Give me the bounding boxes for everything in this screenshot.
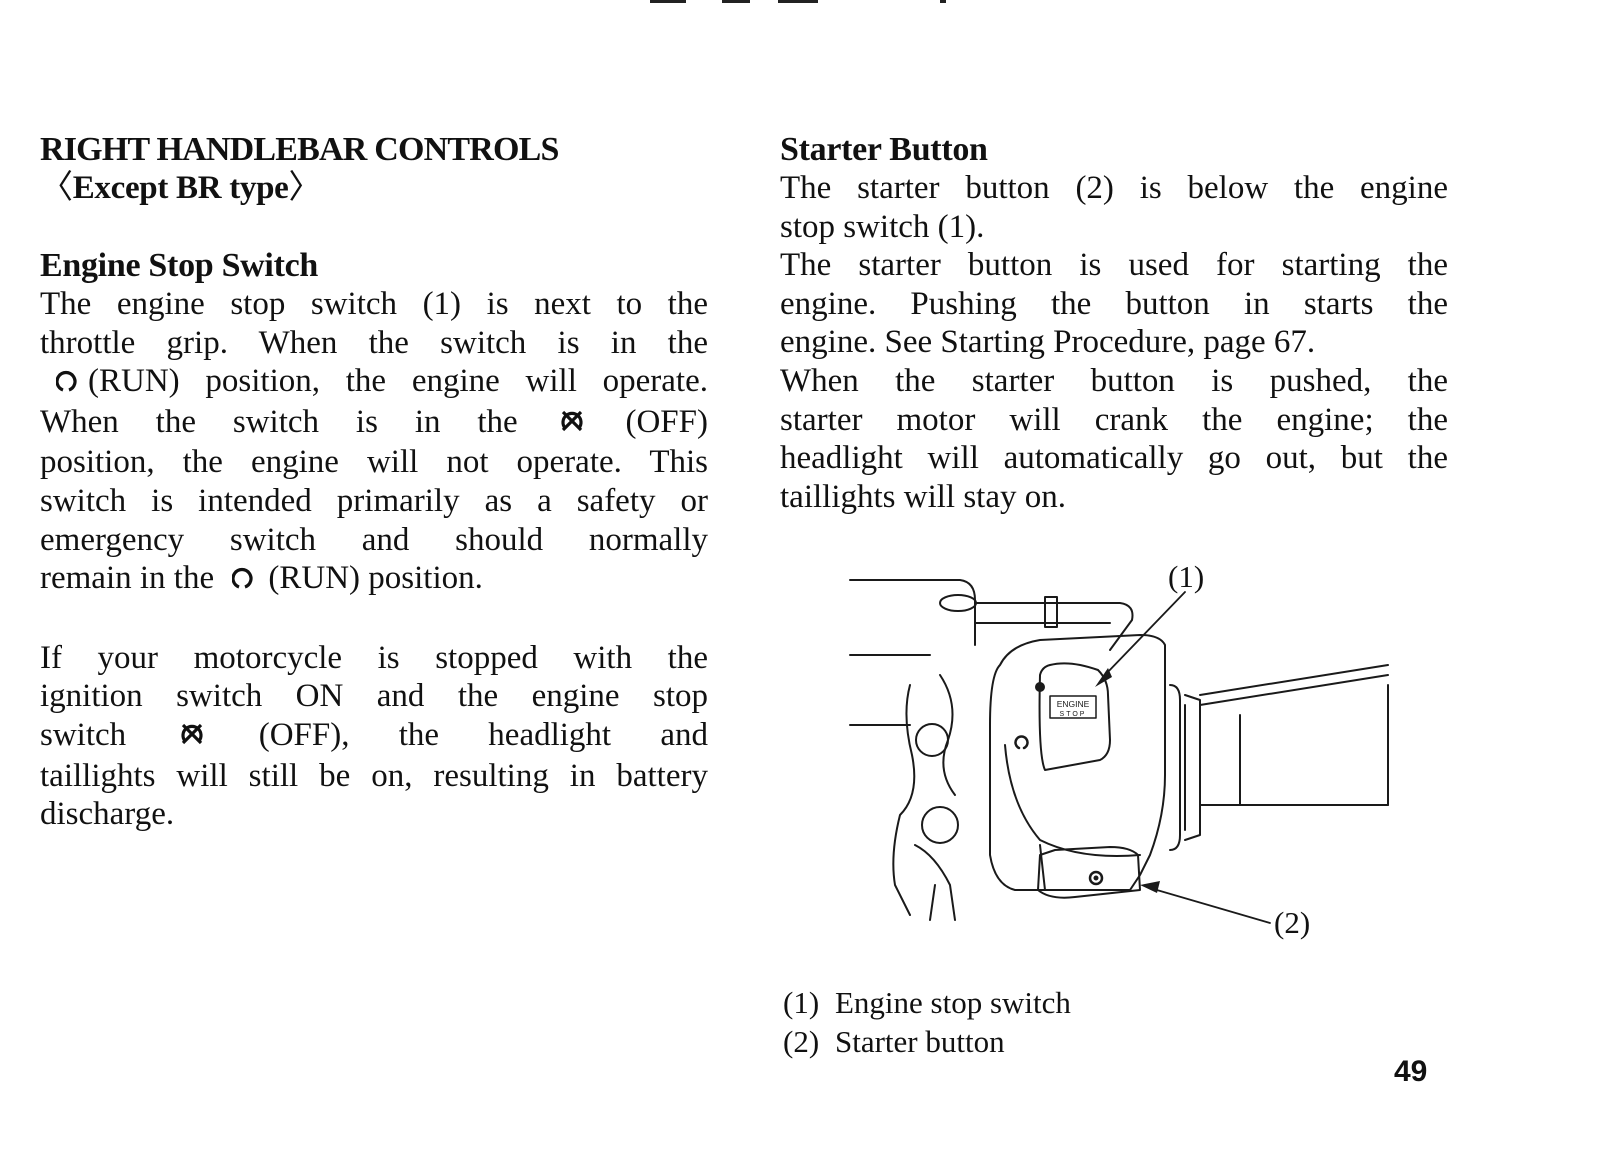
text-line: If your motorcycle is stopped with the bbox=[40, 639, 708, 676]
run-symbol-icon bbox=[231, 561, 254, 600]
engine-stop-heading: Engine Stop Switch bbox=[40, 247, 319, 284]
engine-stop-paragraph: The engine stop switch (1) is next to th… bbox=[40, 285, 708, 600]
text-line: headlight will automatically go out, but… bbox=[780, 440, 1448, 477]
text-line: The engine stop switch (1) is next to th… bbox=[40, 286, 708, 322]
cable-tube bbox=[974, 602, 1134, 651]
angle-open: 〈 bbox=[40, 170, 73, 206]
left-column: RIGHT HANDLEBAR CONTROLS 〈Except BR type… bbox=[40, 130, 708, 834]
engine-stop-label-line2: STOP bbox=[1060, 711, 1087, 718]
text-line: switch (OFF), the headlight and bbox=[40, 716, 708, 757]
lever-bolt bbox=[921, 806, 959, 844]
leader-arrow-2 bbox=[1140, 881, 1160, 893]
callout-1: (1) bbox=[1168, 559, 1204, 594]
text-line: The starter button (2) is below the engi… bbox=[780, 170, 1448, 206]
starter-button bbox=[1037, 846, 1141, 899]
engine-stop-label-line1: ENGINE bbox=[1057, 699, 1090, 709]
text-line: remain in the (RUN) position. bbox=[40, 559, 708, 600]
starter-button-heading: Starter Button bbox=[780, 131, 988, 168]
model-note: 〈Except BR type〉 bbox=[40, 169, 708, 208]
figure-captions: (1)Engine stop switch (2)Starter button bbox=[783, 983, 1071, 1061]
battery-warning-paragraph: If your motorcycle is stopped with the i… bbox=[40, 639, 708, 834]
text-line: switch is intended primarily as a safety… bbox=[40, 482, 708, 519]
switch-housing-seam bbox=[1039, 844, 1046, 891]
text-line: throttle grip. When the switch is in the bbox=[40, 324, 708, 361]
text-line: engine. See Starting Procedure, page 67. bbox=[780, 324, 1316, 361]
starter-button-paragraph: The starter button (2) is below the engi… bbox=[780, 169, 1448, 516]
lever-bolt bbox=[915, 723, 949, 757]
engine-stop-switch bbox=[1038, 662, 1111, 771]
handlebar-switch-illustration: ENGINE STOP (1) (2) bbox=[849, 559, 1389, 940]
text-line: emergency switch and should normally bbox=[40, 521, 708, 558]
leader-arrow-1 bbox=[1095, 668, 1112, 687]
run-mark-icon bbox=[1014, 735, 1029, 750]
text-line: stop switch (1). bbox=[780, 208, 985, 245]
leader-line-2 bbox=[1149, 887, 1271, 924]
top-edge-marks bbox=[650, 0, 970, 6]
text-line: (RUN) position, the engine will operate. bbox=[40, 362, 708, 403]
lever-bracket bbox=[892, 684, 916, 916]
brake-lever bbox=[914, 844, 956, 921]
leader-line-1 bbox=[1104, 591, 1186, 676]
callout-2: (2) bbox=[1274, 905, 1310, 940]
page-number: 49 bbox=[1394, 1055, 1428, 1088]
grip-end bbox=[1199, 664, 1389, 696]
off-mark-icon bbox=[1035, 682, 1045, 692]
switch-housing-seam bbox=[1004, 744, 1141, 857]
brake-lever bbox=[929, 884, 936, 921]
off-symbol-icon bbox=[177, 718, 207, 757]
text-line: taillights will still be on, resulting i… bbox=[40, 757, 708, 794]
text-line: position, the engine will not operate. T… bbox=[40, 444, 708, 481]
page-title: RIGHT HANDLEBAR CONTROLS bbox=[40, 131, 559, 168]
text-line: When the switch is in the (OFF) bbox=[40, 403, 708, 444]
switch-housing bbox=[989, 634, 1166, 891]
text-line: discharge. bbox=[40, 796, 175, 833]
text-line: When the starter button is pushed, the bbox=[780, 362, 1448, 399]
text-line: The starter button is used for starting … bbox=[780, 247, 1448, 284]
grip-flange bbox=[1169, 684, 1181, 851]
text-line: starter motor will crank the engine; the bbox=[780, 401, 1448, 438]
caption-item: (1)Engine stop switch bbox=[783, 985, 1071, 1020]
tube-clamp bbox=[1044, 596, 1058, 628]
text-line: engine. Pushing the button in starts the bbox=[780, 285, 1448, 322]
caption-item: (2)Starter button bbox=[783, 1024, 1005, 1059]
angle-close: 〉 bbox=[288, 170, 322, 206]
frame-line bbox=[849, 579, 976, 646]
throttle-grip bbox=[1199, 674, 1389, 706]
off-symbol-icon bbox=[557, 405, 587, 444]
engine-stop-label-box bbox=[1049, 695, 1097, 719]
run-symbol-icon bbox=[55, 364, 78, 403]
right-column: Starter Button The starter button (2) is… bbox=[780, 130, 1448, 516]
text-line: ignition switch ON and the engine stop bbox=[40, 678, 708, 715]
starter-symbol-icon bbox=[1088, 870, 1104, 886]
perch-end bbox=[939, 594, 977, 612]
text-line: taillights will stay on. bbox=[780, 478, 1066, 515]
model-note-text: Except BR type bbox=[72, 170, 289, 206]
throttle-grip bbox=[1184, 694, 1201, 841]
